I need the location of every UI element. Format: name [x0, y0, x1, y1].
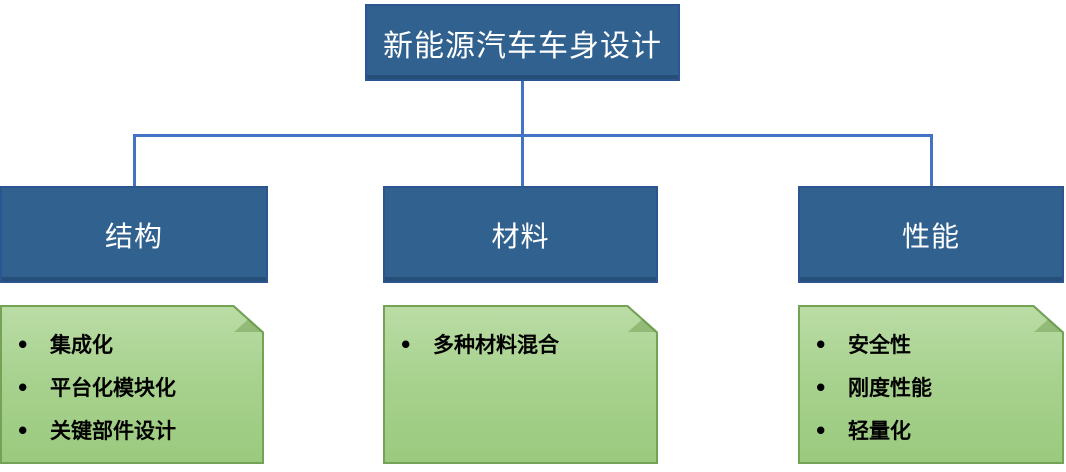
- leaf-card-background: [385, 307, 656, 462]
- leaf-card-performance: • 安全性 • 刚度性能 • 轻量化: [798, 305, 1064, 464]
- list-item-label: 关键部件设计: [50, 419, 176, 443]
- list-item-label: 安全性: [848, 333, 911, 357]
- bullet-list: • 安全性 • 刚度性能 • 轻量化: [798, 305, 1064, 459]
- branch-node-structure: 结构: [0, 186, 268, 283]
- list-item: • 集成化: [14, 330, 256, 373]
- branch-node-material: 材料: [383, 186, 658, 283]
- bullet-dot-icon: •: [16, 333, 30, 357]
- root-node-label: 新能源汽车车身设计: [383, 28, 662, 64]
- list-item: • 多种材料混合: [397, 330, 650, 373]
- list-item: • 关键部件设计: [14, 416, 256, 459]
- leaf-card-material: • 多种材料混合: [383, 305, 658, 464]
- connector-drop-right: [930, 134, 933, 187]
- list-item-label: 集成化: [50, 333, 113, 357]
- bullet-dot-icon: •: [399, 333, 413, 357]
- root-node: 新能源汽车车身设计: [365, 4, 680, 81]
- bullet-dot-icon: •: [814, 376, 828, 400]
- list-item: • 刚度性能: [812, 373, 1056, 416]
- bullet-dot-icon: •: [814, 419, 828, 443]
- leaf-card-background: [800, 307, 1062, 462]
- branch-label: 材料: [491, 219, 550, 253]
- bullet-dot-icon: •: [16, 376, 30, 400]
- bullet-dot-icon: •: [814, 333, 828, 357]
- leaf-card-background: [2, 307, 262, 462]
- branch-node-performance: 性能: [798, 186, 1064, 283]
- list-item-label: 多种材料混合: [433, 333, 559, 357]
- list-item: • 轻量化: [812, 416, 1056, 459]
- bullet-dot-icon: •: [16, 419, 30, 443]
- connector-rail: [133, 134, 933, 137]
- branch-label: 结构: [104, 219, 163, 253]
- list-item-label: 轻量化: [848, 419, 911, 443]
- list-item: • 平台化模块化: [14, 373, 256, 416]
- leaf-card-structure: • 集成化 • 平台化模块化 • 关键部件设计: [0, 305, 264, 464]
- branch-label: 性能: [901, 219, 960, 253]
- list-item-label: 刚度性能: [848, 376, 932, 400]
- connector-drop-left: [133, 134, 136, 187]
- bullet-list: • 多种材料混合: [383, 305, 658, 373]
- bullet-list: • 集成化 • 平台化模块化 • 关键部件设计: [0, 305, 264, 459]
- list-item: • 安全性: [812, 330, 1056, 373]
- list-item-label: 平台化模块化: [50, 376, 176, 400]
